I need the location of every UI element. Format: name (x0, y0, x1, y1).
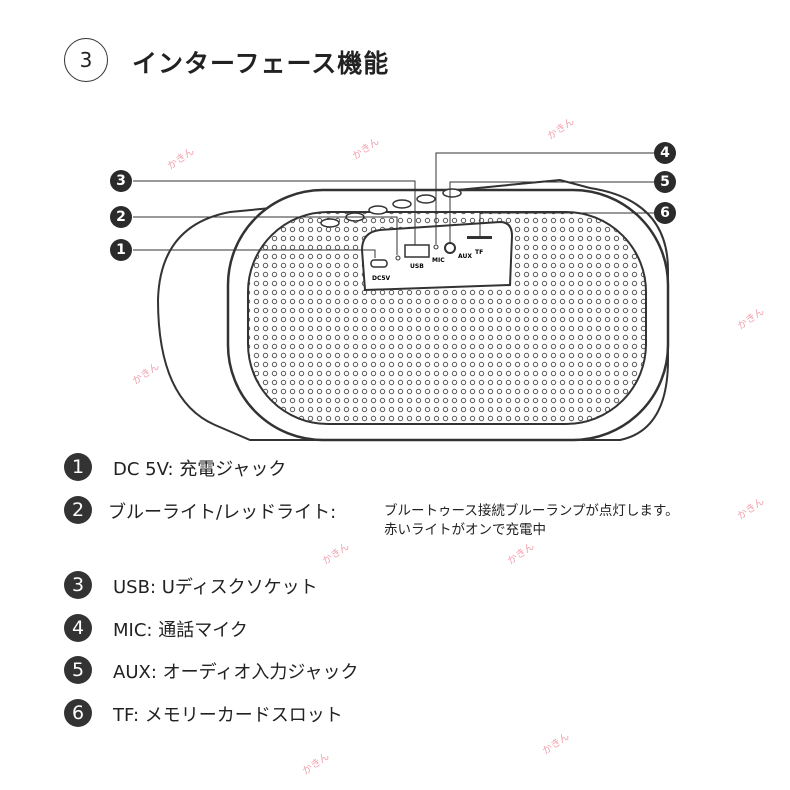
watermark: かきん (735, 496, 767, 523)
feature-number-3: 3 (64, 571, 92, 599)
led-indicator (395, 255, 401, 261)
watermark: かきん (540, 731, 572, 758)
feature-label-6: TF: メモリーカードスロット (113, 705, 343, 726)
feature-desc-2b: 赤いライトがオンで充電中 (384, 522, 546, 538)
feature-label-3: USB: Uディスクソケット (113, 577, 318, 598)
feature-label-5: AUX: オーディオ入力ジャック (113, 662, 359, 683)
mic-hole (433, 244, 439, 250)
usb-port (404, 244, 430, 258)
feature-number-4: 4 (64, 614, 92, 642)
callout-1: 1 (110, 239, 132, 261)
speaker-diagram: DC5V USB MIC AUX TF (133, 152, 670, 442)
callout-5: 5 (654, 171, 676, 193)
callout-3: 3 (110, 170, 132, 192)
feature-number-6: 6 (64, 699, 92, 727)
mic-label: MIC (432, 257, 445, 264)
step-badge: 3 (64, 38, 108, 82)
tf-slot (467, 236, 492, 239)
aux-label: AUX (458, 253, 472, 260)
callout-6: 6 (654, 202, 676, 224)
page-title: インターフェース機能 (132, 49, 390, 78)
dc-label: DC5V (372, 275, 391, 282)
callout-4: 4 (654, 142, 676, 164)
callout-2: 2 (110, 206, 132, 228)
watermark: かきん (300, 751, 332, 778)
feature-number-2: 2 (64, 496, 92, 524)
feature-number-5: 5 (64, 656, 92, 684)
watermark: かきん (320, 541, 352, 568)
watermark: かきん (505, 541, 537, 568)
tf-label: TF (475, 249, 483, 256)
feature-label-2: ブルーライト/レッドライト: (108, 502, 337, 523)
feature-label-4: MIC: 通話マイク (113, 620, 248, 641)
feature-label-1: DC 5V: 充電ジャック (113, 459, 287, 480)
usb-label: USB (410, 263, 424, 270)
speaker-grille (247, 211, 647, 425)
dc-port (370, 259, 388, 268)
step-number: 3 (79, 48, 93, 72)
feature-number-1: 1 (64, 453, 92, 481)
feature-desc-2a: ブルートゥース接続ブルーランプが点灯します。 (384, 503, 679, 519)
leader-lines (133, 152, 655, 258)
